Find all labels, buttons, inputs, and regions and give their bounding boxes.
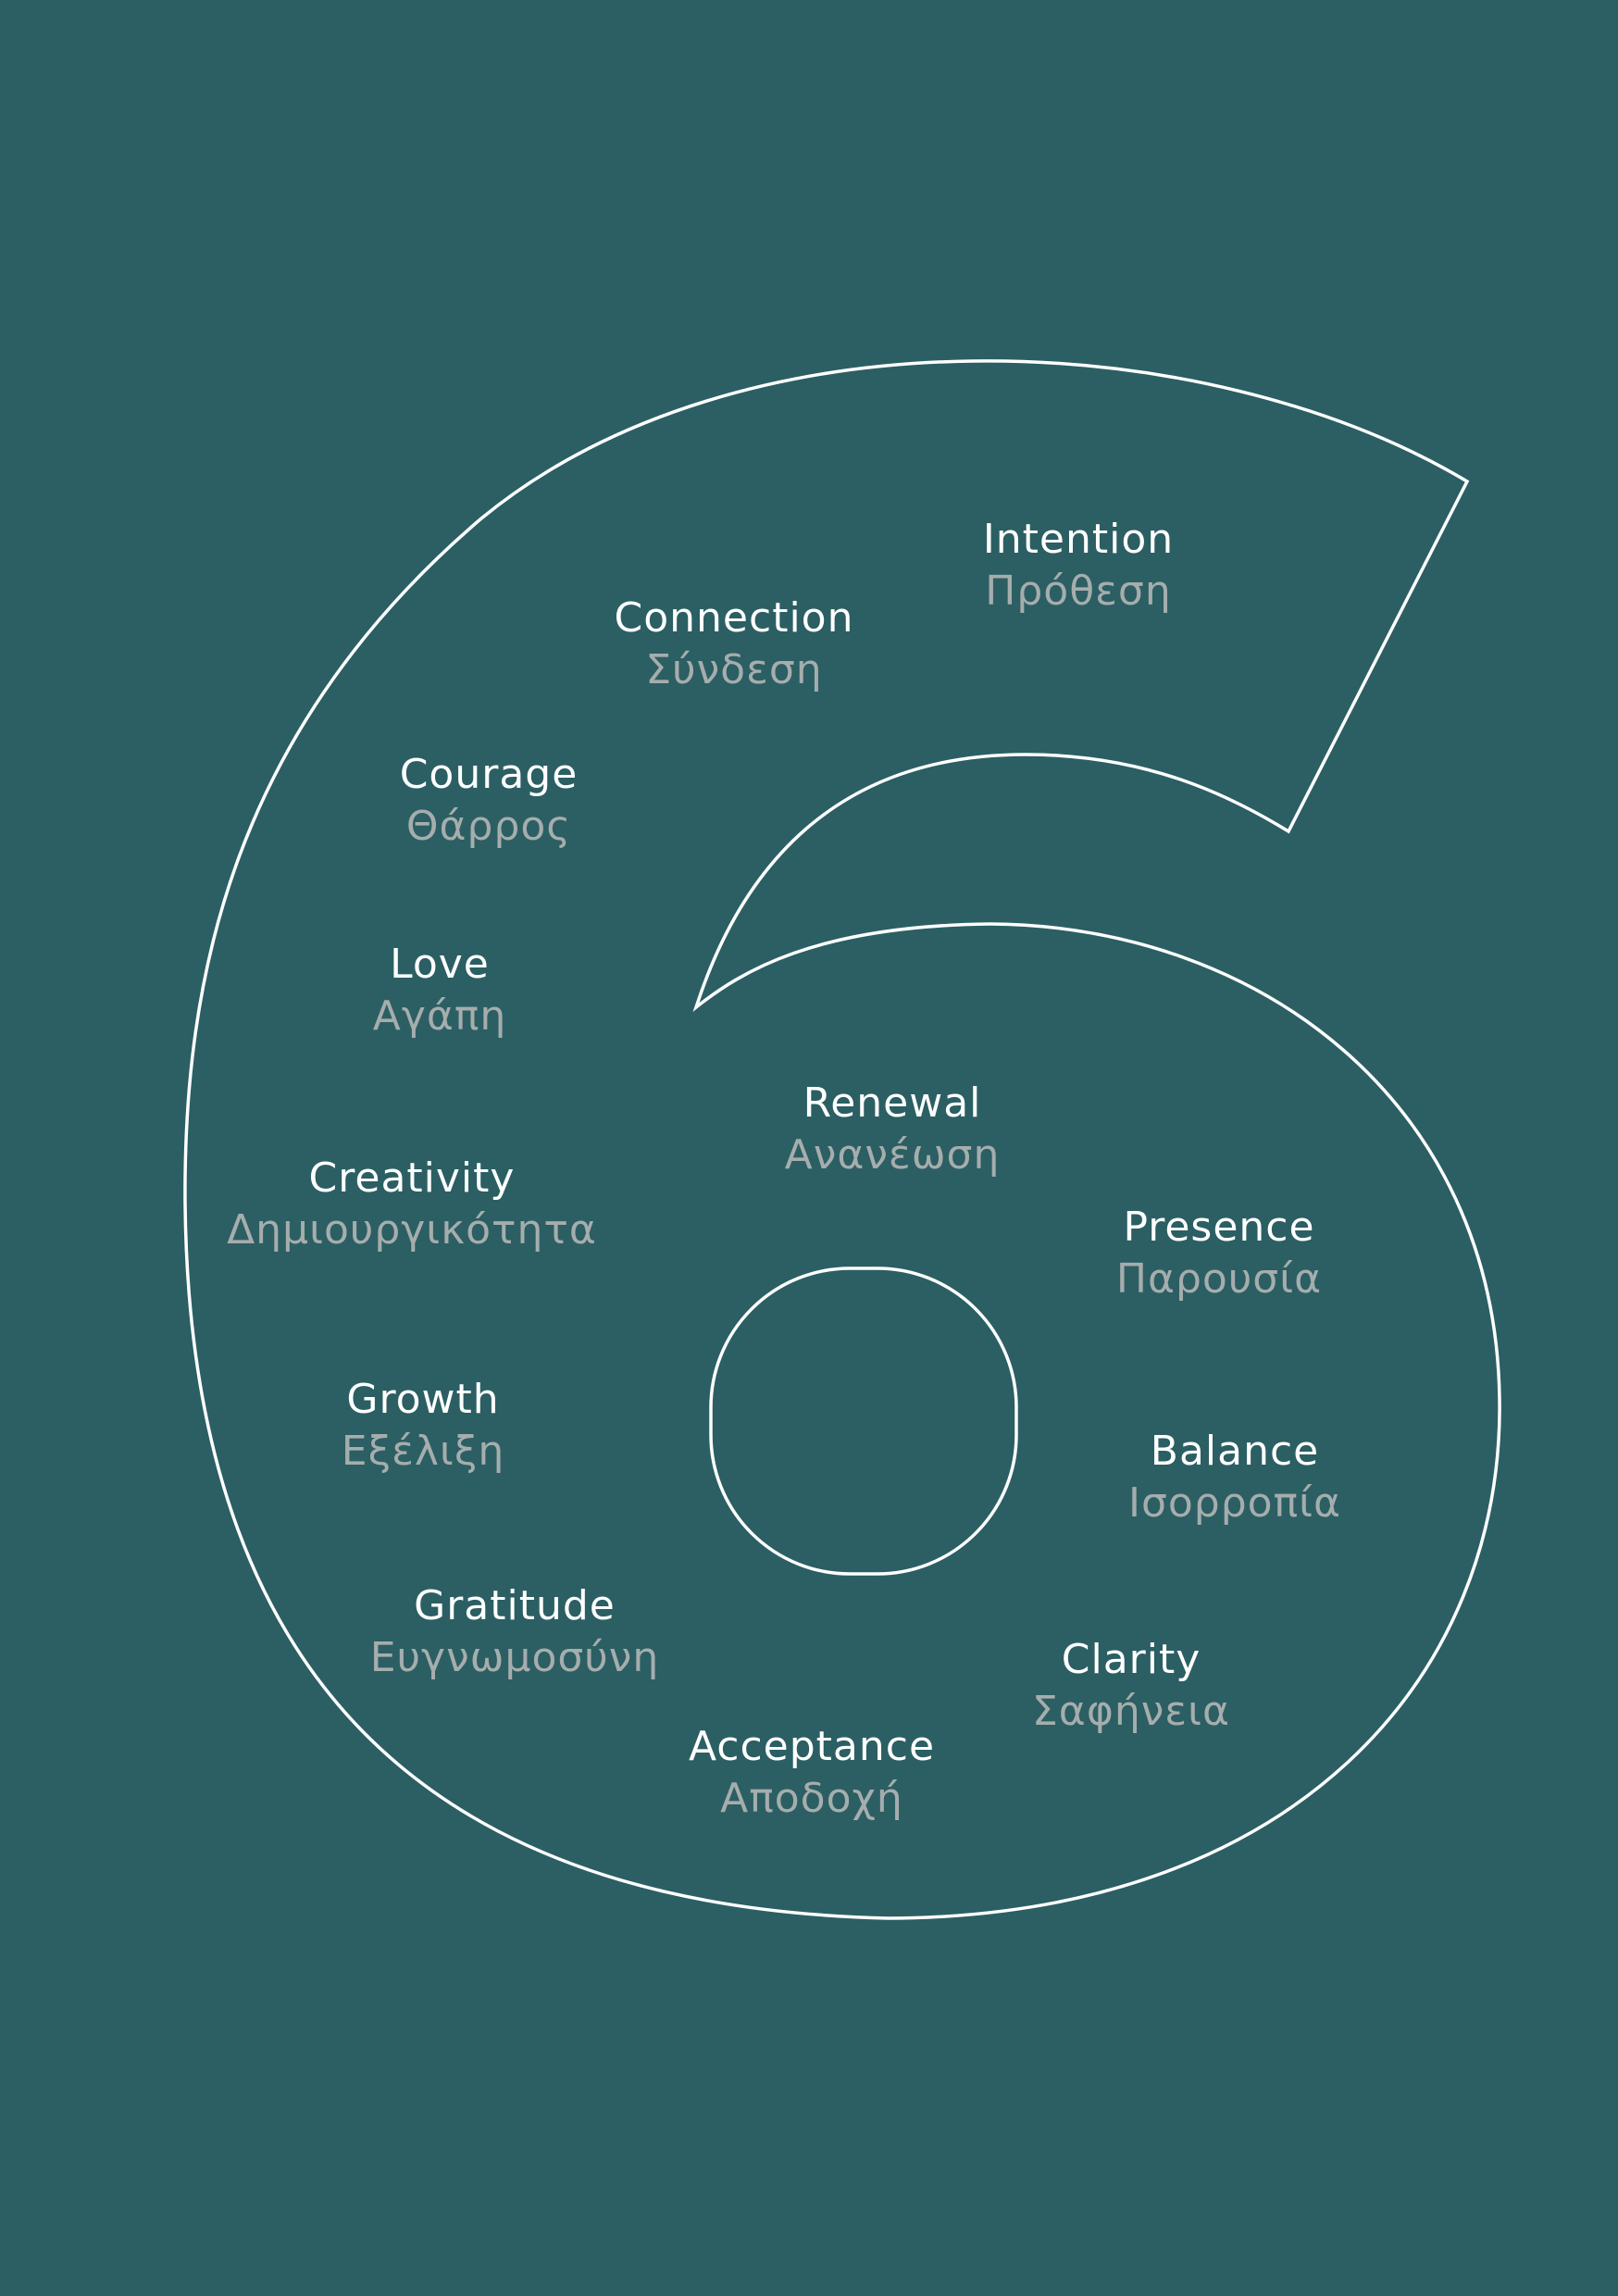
word-english: Growth [346, 1376, 500, 1423]
word-greek: Δημιουργικότητα [227, 1206, 597, 1254]
word-english: Presence [1123, 1204, 1315, 1251]
word-english: Gratitude [414, 1582, 616, 1629]
word-english: Courage [399, 751, 579, 798]
word-gratitude: Gratitude Ευγνωμοσύνη [370, 1580, 659, 1684]
word-acceptance: Acceptance Αποδοχή [689, 1721, 935, 1825]
word-love: Love Αγάπη [373, 939, 507, 1042]
word-presence: Presence Παρουσία [1116, 1202, 1322, 1305]
word-greek: Ισορροπία [1128, 1479, 1341, 1527]
word-greek: Αποδοχή [720, 1775, 903, 1822]
word-greek: Ευγνωμοσύνη [369, 1634, 660, 1681]
word-growth: Growth Εξέλιξη [342, 1374, 504, 1478]
word-english: Love [390, 941, 490, 988]
word-clarity: Clarity Σαφήνεια [1032, 1634, 1230, 1738]
word-intention: Intention Πρόθεση [983, 514, 1174, 618]
word-english: Clarity [1061, 1636, 1201, 1683]
word-creativity: Creativity Δημιουργικότητα [227, 1153, 597, 1256]
word-renewal: Renewal Ανανέωση [785, 1078, 1001, 1181]
six-outer-outline [183, 359, 1501, 1920]
word-english: Renewal [803, 1079, 982, 1127]
word-greek: Εξέλιξη [341, 1428, 505, 1475]
word-courage: Courage Θάρρος [400, 749, 579, 853]
word-english: Connection [614, 594, 854, 642]
word-connection: Connection Σύνδεση [615, 593, 854, 696]
word-balance: Balance Ισορροπία [1128, 1426, 1341, 1529]
word-greek: Θάρρος [405, 803, 572, 850]
word-greek: Ανανέωση [784, 1131, 1001, 1179]
word-english: Creativity [308, 1154, 516, 1202]
word-greek: Παρουσία [1115, 1255, 1323, 1303]
word-english: Intention [982, 516, 1175, 563]
six-inner-counter-outline [709, 1267, 1018, 1576]
word-greek: Πρόθεση [985, 568, 1172, 615]
word-english: Acceptance [688, 1723, 936, 1770]
word-greek: Σύνδεση [645, 646, 823, 693]
word-greek: Σαφήνεια [1032, 1688, 1230, 1735]
word-greek: Αγάπη [372, 992, 507, 1040]
word-english: Balance [1150, 1428, 1320, 1475]
